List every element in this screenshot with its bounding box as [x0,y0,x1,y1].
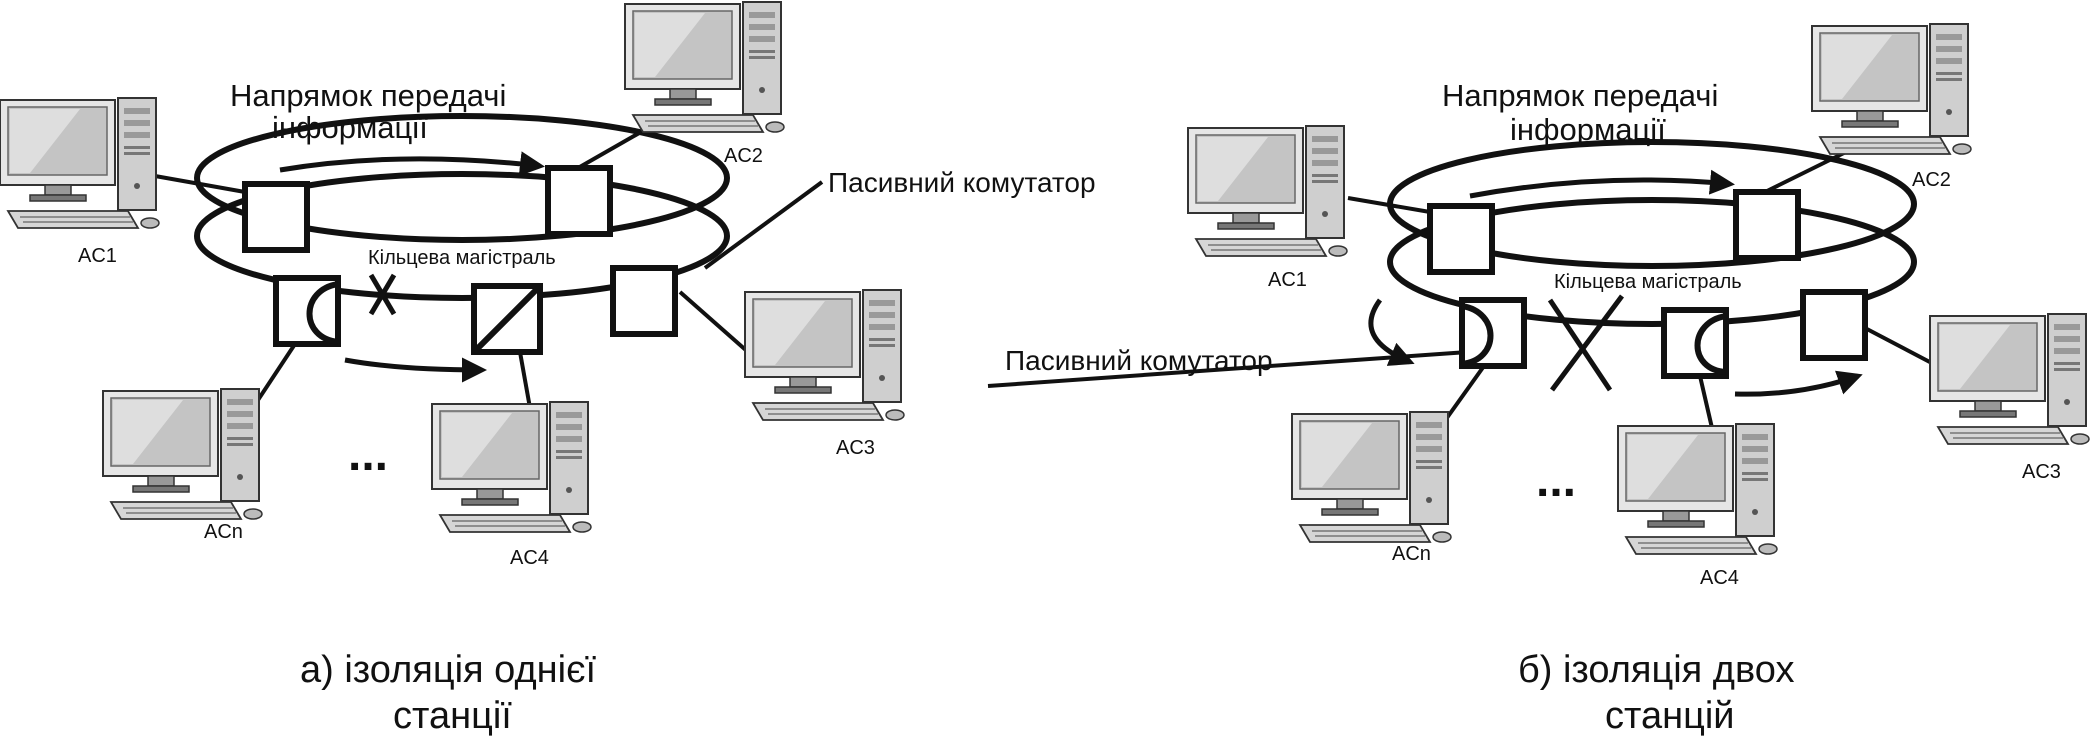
computer-icon-acn-b [1291,411,1452,543]
link-ac2-b [1764,148,1851,194]
station-label-ac4-b: AC4 [1700,567,1739,589]
link-ac4-b [1698,375,1714,429]
break-mark-b [1547,294,1625,392]
computer-icon-ac1-b [1187,125,1348,257]
passive-switch-ac1-b [1427,203,1495,275]
ring-label-a: Кільцева магістраль [368,247,556,269]
passive-switch-ac3 [610,265,678,337]
direction-arrow-top-a [279,151,545,177]
panel-b: Напрямок передачі інформації Кільцева ма… [987,23,2090,737]
panel-a: Напрямок передачі інформації Кільцева ма… [0,1,1096,737]
ring-backbone-upper [194,113,730,243]
computer-icon-ac1 [0,97,160,229]
station-label-ac2: AC2 [724,145,763,167]
switch-bypass-ac4 [471,283,543,355]
passive-switch-ac1 [242,181,310,253]
computer-icon-acn [102,388,263,520]
ellipsis-a: ... [348,428,388,481]
link-ac1 [154,174,246,194]
station-label-ac4: AC4 [510,547,549,569]
direction-arrow-bottom-a [344,357,487,383]
station-label-ac3: AC3 [836,437,875,459]
break-mark-a [368,273,397,316]
computer-icon-ac2 [624,1,785,133]
ellipsis-b: ... [1536,454,1576,507]
switch-pointer-a [703,180,824,270]
direction-arrow-left-b [1368,298,1415,366]
direction-label-a-line1: Напрямок передачі [230,78,506,113]
link-ac2 [577,126,649,170]
direction-label-a-line2: інформації [272,110,428,145]
link-ac4 [518,351,532,409]
computer-icon-ac3 [744,289,905,421]
link-acn [256,342,297,402]
computer-icon-ac2-b [1811,23,1972,155]
station-label-ac1: AC1 [78,245,117,267]
link-ac3 [678,290,750,354]
passive-switch-ac2-b [1733,189,1801,261]
loopback-acn [306,281,339,345]
loopback-ac4-b [1694,313,1727,375]
passive-switch-ac3-b [1800,289,1868,361]
link-acn-b [1442,364,1486,424]
ring-backbone-lower [194,171,730,301]
direction-label-b-line2: інформації [1510,112,1666,147]
ring-backbone-lower-b [1387,197,1917,327]
direction-label-b-line1: Напрямок передачі [1442,78,1718,113]
station-label-acn: ACn [204,521,243,543]
switch-label-a: Пасивний комутатор [828,167,1096,198]
caption-b-line1: б) ізоляція двох [1518,649,1794,691]
caption-a-line2: станції [393,695,512,737]
direction-arrow-right-b [1734,370,1863,397]
passive-switch-ac2 [545,165,613,237]
loopback-acn-b [1461,303,1494,367]
station-label-ac3-b: AC3 [2022,461,2061,483]
station-label-ac1-b: AC1 [1268,269,1307,291]
caption-b-line2: станцій [1605,695,1735,737]
link-ac1-b [1347,196,1431,214]
ring-label-b: Кільцева магістраль [1554,271,1742,293]
computer-icon-ac3-b [1929,313,2090,445]
station-label-acn-b: ACn [1392,543,1431,565]
computer-icon-ac4 [431,401,592,533]
switch-label-b: Пасивний комутатор [1005,345,1273,376]
direction-arrow-top-b [1469,169,1735,199]
computer-icon-ac4-b [1617,423,1778,555]
caption-a-line1: а) ізоляція однієї [300,649,596,691]
station-label-ac2-b: AC2 [1912,169,1951,191]
